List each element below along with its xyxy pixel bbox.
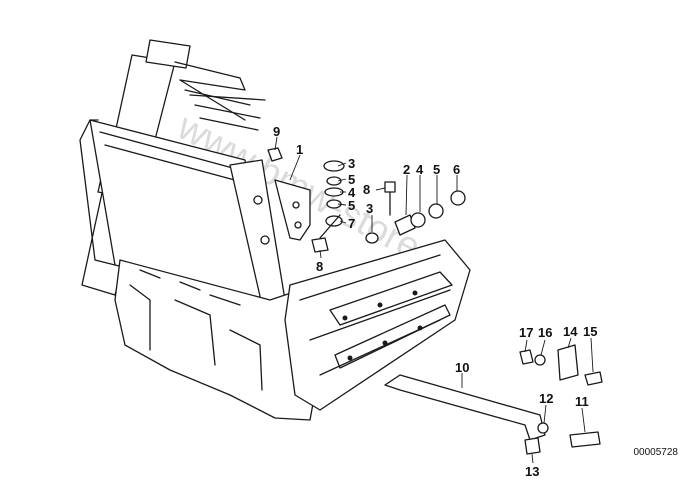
support-bracket-10 — [384, 374, 546, 441]
callout-14: 14 — [563, 324, 578, 339]
callout-10: 10 — [455, 360, 469, 375]
small-hardware — [519, 349, 603, 455]
callout-2: 2 — [403, 162, 410, 177]
diagram-code: 00005728 — [633, 447, 679, 458]
callout-16: 16 — [538, 325, 552, 340]
bolt-8-lower — [311, 214, 341, 253]
callout-8-lower: 8 — [316, 259, 323, 274]
radiator — [79, 119, 286, 306]
callout-17: 17 — [519, 325, 533, 340]
callout-7: 7 — [348, 216, 355, 231]
nut-9 — [267, 147, 283, 162]
callout-8-upper: 8 — [363, 182, 370, 197]
callout-3-top: 3 — [348, 156, 355, 171]
callout-9: 9 — [273, 124, 280, 139]
callout-5-side: 5 — [433, 162, 440, 177]
callout-12: 12 — [539, 391, 553, 406]
callout-labels: 9 1 3 5 4 5 7 8 3 8 2 4 5 6 10 17 16 14 … — [273, 124, 597, 479]
rubber-mount-stack — [323, 160, 345, 227]
leader-lines — [274, 136, 594, 464]
bolt-8-upper — [384, 181, 396, 216]
callout-5-mid: 5 — [348, 198, 355, 213]
callout-13: 13 — [525, 464, 539, 479]
callout-1: 1 — [296, 142, 303, 157]
holder-14 — [557, 344, 579, 381]
side-mount-parts — [365, 190, 466, 244]
callout-3-side: 3 — [366, 201, 373, 216]
mounting-bracket — [274, 179, 311, 241]
callout-4-mid: 4 — [348, 185, 356, 200]
callout-15: 15 — [583, 324, 597, 339]
callout-4-side: 4 — [416, 162, 424, 177]
callout-6: 6 — [453, 162, 460, 177]
callout-11: 11 — [575, 394, 589, 409]
valve-cover — [284, 239, 471, 411]
callout-5-top: 5 — [348, 172, 355, 187]
